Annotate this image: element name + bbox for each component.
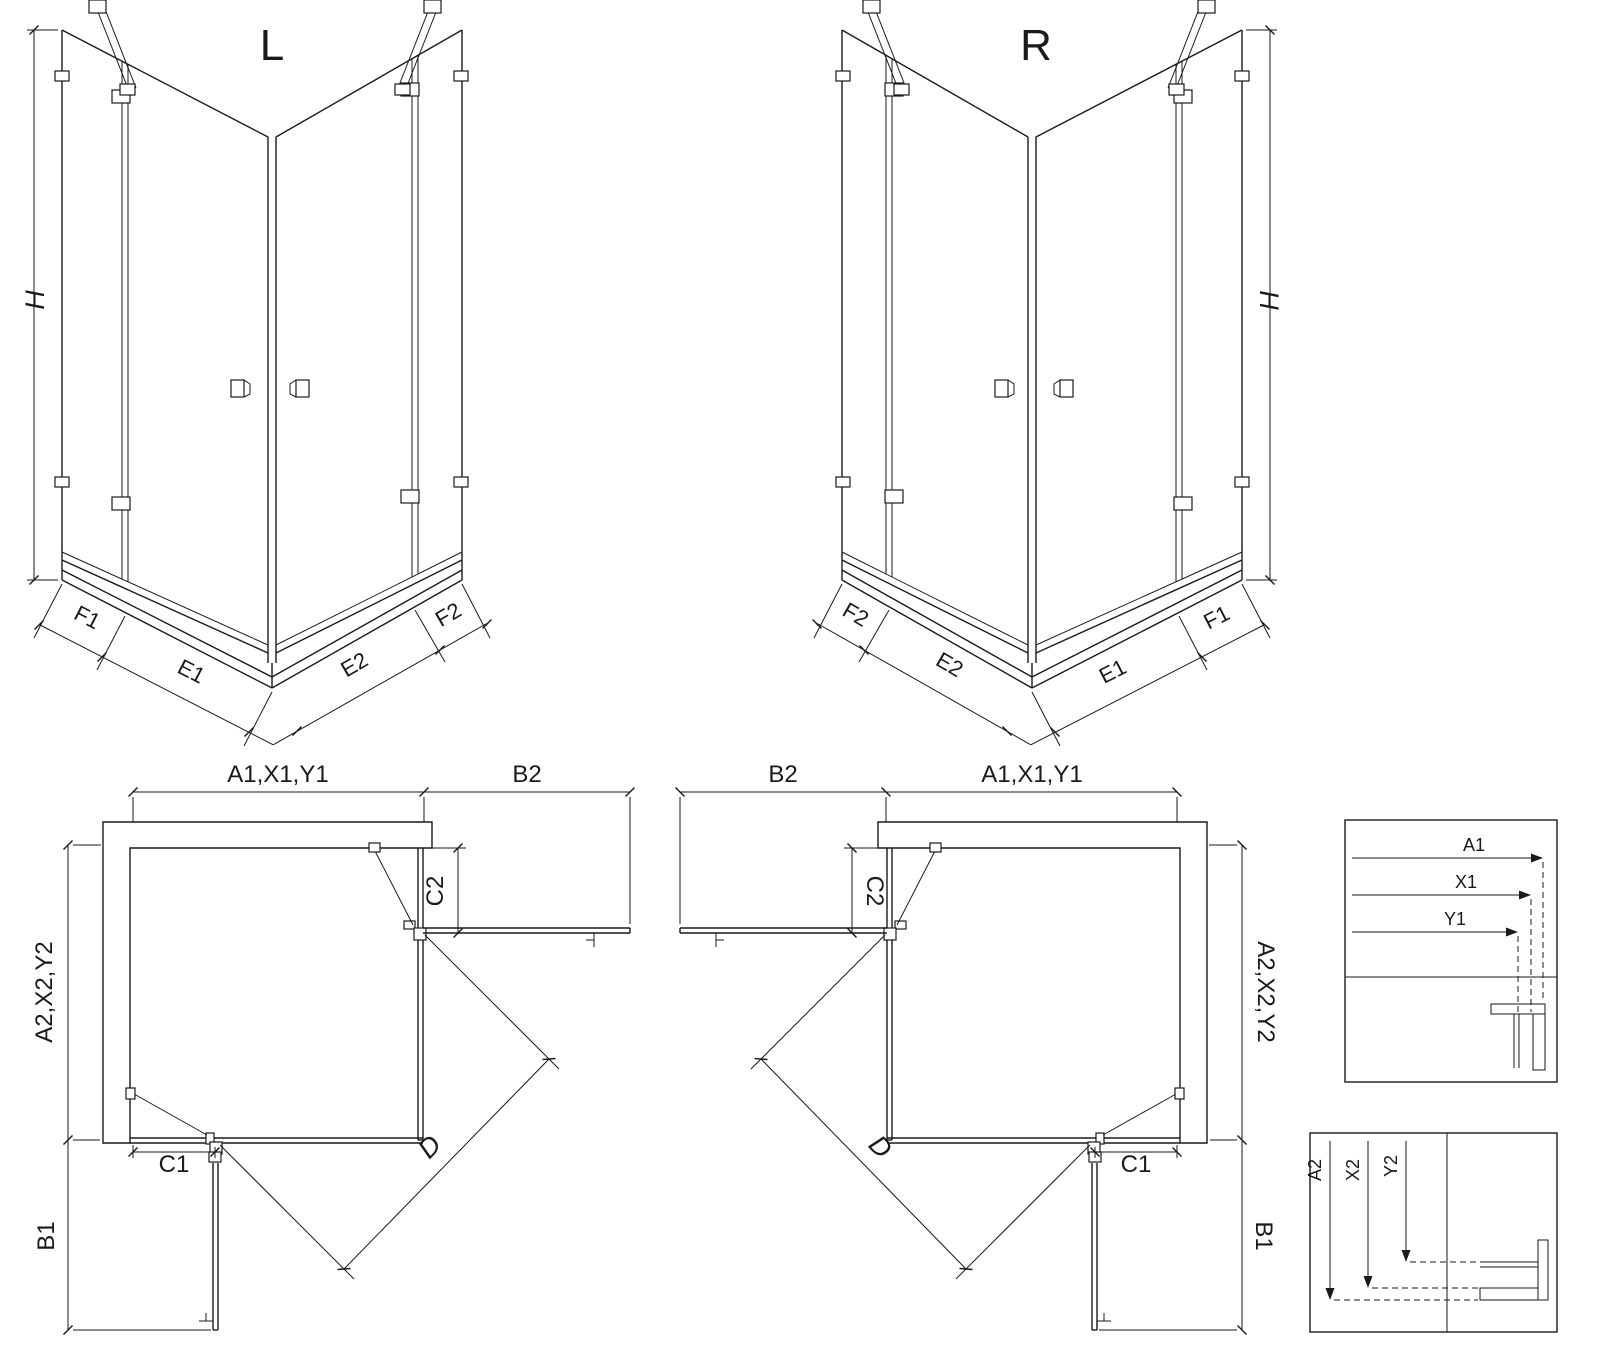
height-label-left: H [20,290,50,310]
variant-left-title: L [260,21,284,70]
dim-label-f1-right: F1 [1199,600,1233,634]
dim-label-f2-right: F2 [838,597,873,631]
dim-label-e2-right: E2 [932,647,968,682]
perspective-left-view: L H F1 E1 E2 F2 [20,0,493,747]
a1-arrowhead [1531,853,1543,863]
perspective-left-geometry [26,0,493,747]
plan-right-b1-label: B1 [1250,1221,1277,1250]
y2-arrowhead [1401,1250,1411,1262]
a2-arrowhead [1325,1288,1335,1300]
y1-arrowhead [1506,927,1518,937]
plan-left-c1-label: C1 [159,1151,190,1178]
dim-label-e2-left: E2 [336,647,372,682]
detail-y1-label: Y1 [1444,909,1466,929]
dim-label-e1-left: E1 [174,654,209,688]
plan-right-geometry [674,786,1248,1336]
dim-label-e1-right: E1 [1095,654,1130,688]
detail-y2-label: Y2 [1381,1155,1401,1177]
plan-right-c1-label: C1 [1121,1151,1152,1178]
detail-a1-label: A1 [1463,835,1485,855]
plan-left-b2-label: B2 [512,761,541,788]
plan-left-geometry [62,786,636,1336]
plan-right-b2-label: B2 [768,761,797,788]
plan-left-view: A1,X1,Y1 B2 A2,X2,Y2 C2 C1 B1 D [31,761,636,1336]
detail-width-references: A1 X1 Y1 [1344,819,1558,1083]
wall-profile-section-width [1490,1003,1546,1071]
height-label-right: H [1254,290,1284,310]
detail-x2-label: X2 [1343,1159,1363,1181]
wall-profile-section-depth [1479,1239,1549,1301]
dim-label-f1-left: F1 [70,600,104,634]
detail-a2-label: A2 [1305,1159,1325,1181]
plan-right-diagonal-label: D [863,1129,898,1164]
x2-arrowhead [1363,1276,1373,1288]
plan-right-width-label: A1,X1,Y1 [981,761,1082,788]
variant-right-title: R [1020,21,1052,70]
plan-right-view: B2 A1,X1,Y1 C2 A2,X2,Y2 C1 B1 D [674,761,1279,1336]
plan-left-diagonal-label: D [412,1129,447,1164]
plan-right-depth-label: A2,X2,Y2 [1252,941,1279,1042]
detail-x1-label: X1 [1455,872,1477,892]
dim-label-f2-left: F2 [431,597,466,631]
plan-right-c2-label: C2 [861,876,888,907]
plan-left-c2-label: C2 [422,876,449,907]
perspective-right-view: R H F2 E2 E1 F1 [811,0,1284,747]
x1-arrowhead [1519,890,1531,900]
plan-left-b1-label: B1 [33,1221,60,1250]
plan-left-depth-label: A2,X2,Y2 [31,941,58,1042]
detail-depth-references: A2 X2 Y2 [1305,1132,1558,1333]
plan-left-width-label: A1,X1,Y1 [227,761,328,788]
perspective-right-geometry [811,0,1278,747]
